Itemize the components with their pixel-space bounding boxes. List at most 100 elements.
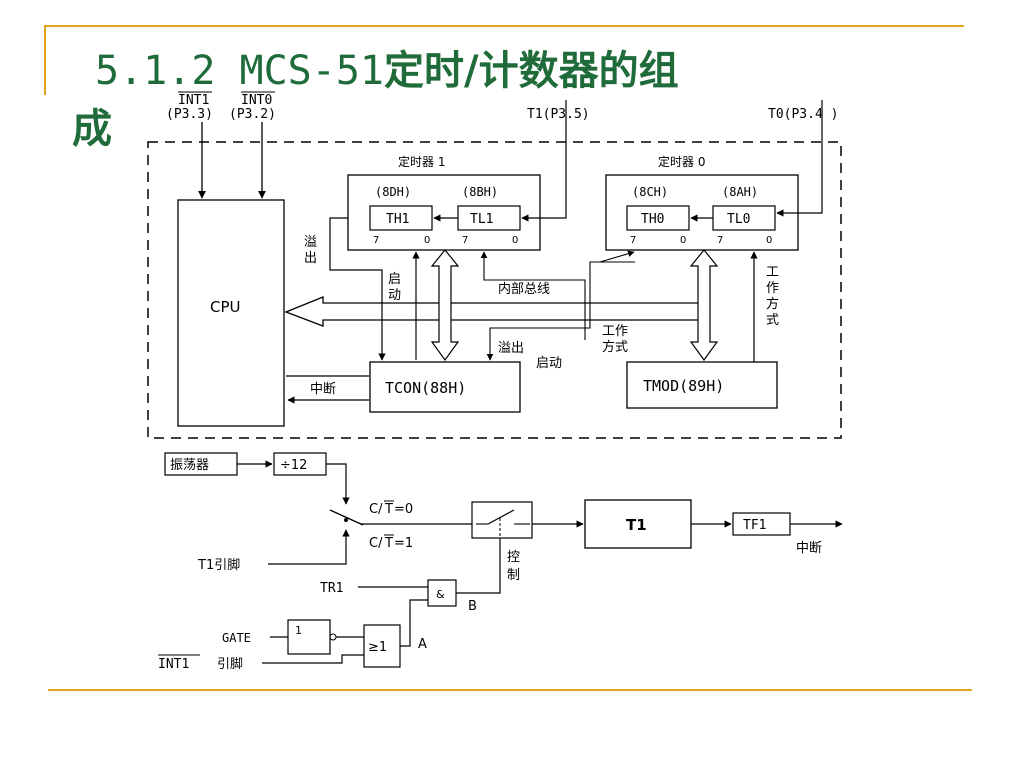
tl0-label: TL0 bbox=[727, 212, 750, 227]
or-to-and-line bbox=[400, 599, 428, 647]
start-to-th0-arrow bbox=[599, 250, 635, 263]
bottom-rule bbox=[48, 689, 972, 691]
start-v1: 启 bbox=[388, 272, 401, 287]
or-gate-label: ≥1 bbox=[368, 640, 387, 655]
tl1-bit0: 0 bbox=[512, 235, 518, 246]
or-gate bbox=[363, 624, 401, 668]
div-to-switch-arrow bbox=[326, 463, 350, 505]
not-gate-label: 1 bbox=[295, 624, 302, 637]
th0-bit7: 7 bbox=[630, 235, 636, 246]
t1-pin-line bbox=[268, 529, 350, 565]
tmod-block bbox=[626, 361, 778, 409]
t1-pin: T1(P3.5) bbox=[527, 107, 590, 122]
slide-title-line2: 成 bbox=[72, 106, 112, 152]
t0-pin-arrow bbox=[776, 100, 823, 217]
tl0-bit0: 0 bbox=[766, 235, 772, 246]
tmod-to-timer1-line bbox=[480, 251, 586, 340]
th0-bit0: 0 bbox=[680, 235, 686, 246]
left-rule bbox=[44, 25, 46, 95]
tf1-label: TF1 bbox=[743, 518, 766, 533]
t1-pin-arrow bbox=[521, 100, 567, 222]
th0-register bbox=[626, 205, 690, 231]
and-gate bbox=[427, 579, 457, 607]
t1-pin-label: T1引脚 bbox=[197, 557, 240, 573]
timer0-title: 定时器 0 bbox=[658, 154, 705, 169]
ct0-prefix: C/ bbox=[369, 502, 383, 517]
t1-block bbox=[584, 499, 692, 549]
int0-port: (P3.2) bbox=[229, 107, 276, 122]
int1-pin-logic-suffix: 引脚 bbox=[217, 656, 243, 672]
ct-switch bbox=[329, 509, 364, 526]
t1-block-label: T1 bbox=[626, 516, 647, 534]
timer1-box bbox=[347, 174, 541, 251]
overflow-v1: 溢 bbox=[304, 235, 317, 250]
tl1-bit7: 7 bbox=[462, 235, 468, 246]
int1-to-or-line bbox=[262, 654, 364, 664]
int1-pin-name: INT1 bbox=[178, 93, 209, 108]
mode-label-line2: 方式 bbox=[602, 339, 628, 355]
ct1-prefix: C/ bbox=[369, 536, 383, 551]
tcon-label: TCON(88H) bbox=[385, 379, 466, 397]
overflow-label: 溢出 bbox=[498, 341, 524, 356]
ct1-suffix: =1 bbox=[394, 536, 413, 551]
mode-v4: 式 bbox=[766, 313, 779, 328]
mode-label-line1: 工作 bbox=[602, 324, 628, 339]
th1-register bbox=[369, 205, 433, 231]
timer1-bus-arrow bbox=[430, 249, 460, 362]
start-label: 启动 bbox=[536, 356, 562, 371]
timer0-bus-arrow bbox=[689, 249, 719, 362]
timer1-title: 定时器 1 bbox=[398, 154, 445, 169]
th1-overflow-line bbox=[329, 217, 386, 361]
int0-pin-name: INT0 bbox=[241, 93, 272, 108]
tmod-label: TMOD(89H) bbox=[643, 377, 724, 395]
cpu-block bbox=[177, 199, 285, 427]
th1-bit7: 7 bbox=[373, 235, 379, 246]
overflow-v2: 出 bbox=[304, 251, 317, 266]
th0-label: TH0 bbox=[641, 212, 664, 227]
ct0-bar: T bbox=[384, 502, 393, 517]
b-label: B bbox=[468, 599, 477, 614]
timer0-tl-addr: (8AH) bbox=[722, 185, 758, 199]
int1-port: (P3.3) bbox=[166, 107, 213, 122]
ct0-suffix: =0 bbox=[394, 502, 413, 517]
timer0-th-addr: (8CH) bbox=[632, 185, 668, 199]
internal-bus bbox=[284, 296, 704, 327]
interrupt-label: 中断 bbox=[310, 382, 336, 397]
timer1-tl-addr: (8BH) bbox=[462, 185, 498, 199]
logic-interrupt-label: 中断 bbox=[796, 541, 822, 556]
slide-title: 5.1.2 MCS-51定时/计数器的组 bbox=[95, 38, 679, 96]
start-v2: 动 bbox=[388, 288, 401, 303]
timer1-th-addr: (8DH) bbox=[375, 185, 411, 199]
title-prefix: 5.1.2 MCS-51 bbox=[95, 48, 384, 94]
th1-bit0: 0 bbox=[424, 235, 430, 246]
title-suffix: 定时/计数器的组 bbox=[383, 48, 679, 94]
tl1-label: TL1 bbox=[470, 212, 493, 227]
gate-label: GATE bbox=[222, 631, 251, 645]
tr1-label: TR1 bbox=[320, 581, 343, 596]
t0-pin: T0(P3.4 ) bbox=[768, 107, 838, 122]
tl0-bit7: 7 bbox=[717, 235, 723, 246]
th1-label: TH1 bbox=[386, 212, 409, 227]
not-gate-bubble bbox=[329, 633, 337, 641]
top-rule bbox=[44, 25, 964, 27]
divider-label: ÷12 bbox=[280, 458, 307, 473]
mode-v3: 方 bbox=[766, 296, 779, 312]
control-switch-blade bbox=[487, 509, 515, 525]
cpu-label: CPU bbox=[210, 298, 241, 316]
th0-overflow-line bbox=[486, 261, 635, 361]
control-v1: 控 bbox=[507, 550, 520, 565]
and-to-control-line bbox=[456, 538, 501, 594]
mode-v2: 作 bbox=[766, 281, 779, 296]
ct1-bar: T bbox=[384, 536, 393, 551]
dashed-frame bbox=[147, 141, 842, 439]
oscillator-label: 振荡器 bbox=[170, 458, 209, 473]
switch-pivot bbox=[344, 518, 348, 522]
control-v2: 制 bbox=[507, 568, 520, 583]
internal-bus-label: 内部总线 bbox=[498, 281, 550, 297]
tcon-block bbox=[369, 361, 521, 413]
a-label: A bbox=[418, 637, 427, 652]
and-gate-label: & bbox=[436, 588, 445, 601]
int1-pin-logic-name: INT1 bbox=[158, 657, 189, 672]
control-switch-box bbox=[471, 501, 533, 539]
